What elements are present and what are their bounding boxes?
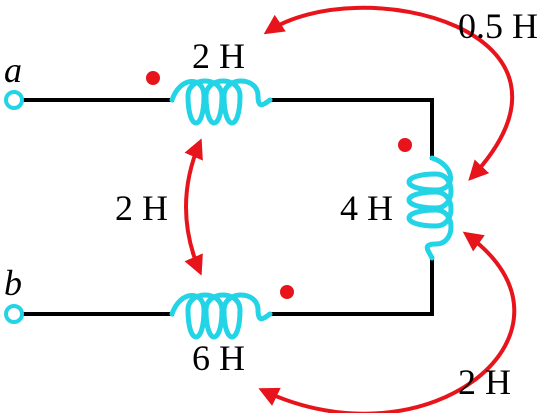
bottom-inductor-coil xyxy=(169,292,273,340)
right-inductor-polarity-dot xyxy=(398,138,412,152)
right-inductor-coil xyxy=(406,155,454,261)
mutual-right-bottom-label: 2 H xyxy=(458,362,511,402)
bottom-inductor-polarity-dot xyxy=(280,285,294,299)
mutual-top-bottom-label: 2 H xyxy=(115,188,168,228)
terminal-a xyxy=(4,90,24,110)
terminal-a-label: a xyxy=(4,50,22,90)
coupling-arrow-top-bottom xyxy=(184,138,203,276)
bottom-inductor-label: 6 H xyxy=(192,338,245,378)
terminal-b-label: b xyxy=(4,263,22,303)
top-inductor-label: 2 H xyxy=(192,36,245,76)
top-inductor-coil xyxy=(169,78,273,126)
wire-right-inductor-to-bottom-inductor xyxy=(268,256,434,316)
right-inductor-label: 4 H xyxy=(340,188,393,228)
coupling-arrow-right-bottom xyxy=(258,231,517,413)
mutual-top-right-label: 0.5 H xyxy=(458,6,538,46)
terminal-b xyxy=(4,304,24,324)
coupling-arrow-top-right xyxy=(263,5,515,181)
top-inductor-polarity-dot xyxy=(146,71,160,85)
